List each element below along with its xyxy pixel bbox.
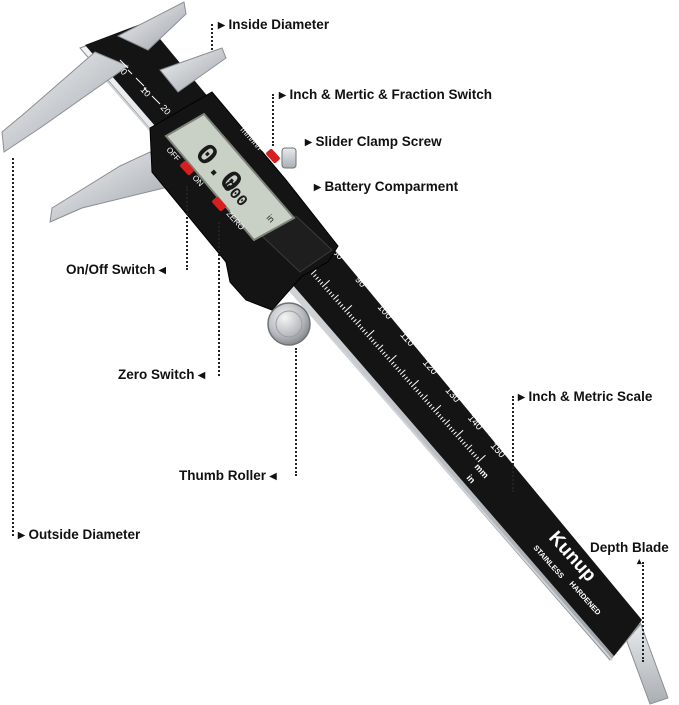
inch-scale-tick [404, 435, 407, 438]
inch-scale-tick [375, 403, 378, 406]
fixed-outside-jaw [2, 52, 128, 152]
label-thumb-roller: Thumb Roller ◂ [179, 468, 277, 484]
inch-scale-tick [408, 440, 411, 443]
label-slider-clamp-screw: ▸ Slider Clamp Screw [305, 134, 442, 150]
inch-scale-tick [317, 338, 320, 341]
inch-scale-tick [310, 330, 313, 333]
leader-thumb-roller [295, 348, 297, 476]
inch-scale-tick [410, 443, 413, 446]
leader-depth-blade [642, 562, 644, 662]
inch-scale-tick [335, 358, 338, 361]
inch-scale-tick [366, 393, 369, 396]
inch-scale-tick [415, 448, 418, 451]
leader-mode-switch [272, 94, 274, 146]
inch-scale-tick [383, 413, 386, 416]
label-depth-blade: Depth Blade [590, 540, 669, 555]
inch-scale-tick [421, 455, 424, 458]
inch-scale-tick [339, 363, 342, 366]
leader-scale [512, 396, 514, 492]
leader-inside-diameter [211, 24, 213, 50]
inch-scale-tick [359, 382, 366, 388]
label-inch-metric-scale: ▸ Inch & Metric Scale [518, 389, 652, 405]
leader-zero [218, 222, 220, 376]
inch-scale-tick [426, 460, 429, 463]
label-outside-diameter: ▸ Outside Diameter [18, 527, 140, 543]
inch-scale-tick [355, 380, 358, 383]
label-battery-compartment: ▸ Battery Comparment [314, 179, 458, 195]
inch-scale-tick [352, 378, 355, 381]
inch-label-4: 4 [341, 366, 352, 376]
inch-scale-tick [361, 388, 364, 391]
depth-blade-arrow: ▴ [637, 556, 642, 567]
inch-label-5: 5 [386, 416, 397, 426]
inch-scale-tick [417, 450, 420, 453]
inch-scale-tick [350, 375, 353, 378]
inch-scale-tick [419, 453, 422, 456]
inch-scale-tick [392, 423, 395, 426]
inch-scale-tick [328, 350, 331, 353]
inch-scale-tick [323, 342, 330, 348]
inch-scale-tick [357, 383, 360, 386]
inch-scale-tick [381, 410, 384, 413]
inch-scale-tick [370, 398, 373, 401]
inch-scale-tick [412, 442, 419, 448]
inch-scale-tick [401, 433, 404, 436]
inch-scale-tick [377, 402, 384, 408]
inch-scale-tick [399, 430, 402, 433]
inch-scale-tick [386, 415, 389, 418]
inch-scale-tick [379, 408, 382, 411]
label-inside-diameter: ▸ Inside Diameter [218, 17, 329, 33]
inch-scale-tick [337, 360, 340, 363]
inch-scale-tick [368, 395, 371, 398]
label-on-off-switch: On/Off Switch ◂ [66, 262, 166, 278]
inch-scale-tick [312, 333, 315, 336]
leader-outside-diameter [12, 158, 14, 536]
inch-scale-tick [397, 428, 400, 431]
label-mode-switch: ▸ Inch & Mertic & Fraction Switch [279, 87, 492, 103]
inch-scale-tick [406, 438, 409, 441]
inch-scale-tick [437, 473, 440, 476]
inch-scale-tick [441, 478, 444, 481]
inch-scale-tick [348, 373, 351, 376]
inch-scale-tick [428, 463, 431, 466]
inch-scale-tick [444, 480, 447, 483]
inch-scale-tick [395, 422, 402, 428]
inch-scale-tick [321, 343, 324, 346]
inch-scale-tick [439, 475, 442, 478]
inch-scale-tick [363, 390, 366, 393]
inch-scale-tick [326, 348, 329, 351]
thumb-roller[interactable] [268, 303, 310, 345]
inch-scale-tick [332, 355, 335, 358]
inch-label-6: 6 [430, 466, 441, 476]
inch-scale-tick [315, 335, 318, 338]
inch-scale-tick [446, 483, 449, 486]
inch-scale-tick [319, 340, 322, 343]
inch-scale-tick [448, 482, 455, 488]
inch-scale-tick [330, 353, 333, 356]
leader-on-off [186, 186, 188, 270]
inch-scale-tick [372, 400, 375, 403]
label-zero-switch: Zero Switch ◂ [118, 367, 205, 383]
slider-clamp-screw[interactable] [282, 148, 296, 168]
inch-scale-tick [424, 458, 427, 461]
